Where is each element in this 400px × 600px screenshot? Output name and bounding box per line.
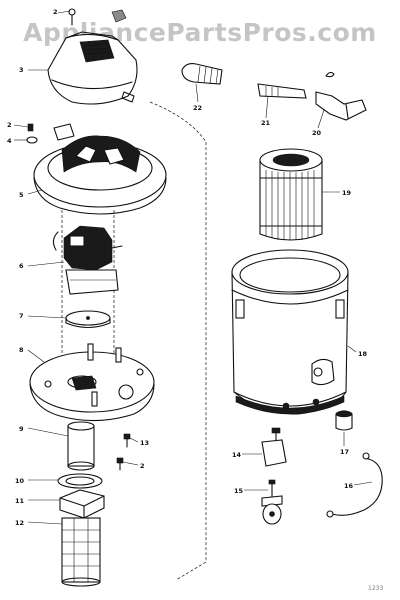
callout-17: 17: [340, 448, 349, 456]
part-13-screw: [123, 433, 131, 448]
callout-7: 7: [19, 312, 24, 320]
callout-15: 15: [234, 487, 244, 495]
callout-22: 22: [193, 104, 202, 112]
part-18-tank: [231, 249, 349, 415]
part-17-drain-cap: [335, 410, 353, 431]
part-2-side-screw: [27, 123, 34, 132]
callout-6: 6: [19, 262, 24, 270]
callout-14: 14: [232, 451, 242, 459]
part-2-lower-screw: [116, 457, 124, 471]
part-14-caster-holder: [261, 427, 287, 467]
leader-lines: [13, 10, 373, 525]
part-15-caster: [261, 479, 283, 525]
part-12-cage-filter: [61, 517, 101, 587]
part-6-motor: [52, 225, 123, 295]
part-8-base-plate: [29, 343, 155, 422]
callout-13: 13: [140, 439, 149, 447]
callout-2-top: 2: [53, 8, 58, 16]
part-21-wand: [257, 83, 307, 99]
callout-16: 16: [344, 482, 354, 490]
callout-2-side: 2: [7, 121, 12, 129]
part-5-lid-ring: [33, 123, 167, 215]
callout-21: 21: [261, 119, 271, 127]
callout-3-cover: 3: [19, 66, 24, 74]
callout-9: 9: [19, 425, 24, 433]
callout-labels: 2 3 2 4 5 6 7 8 13 2 9 10 11 12 22 21 20…: [7, 8, 383, 592]
callout-11: 11: [15, 497, 25, 505]
part-11-filter-frame: [59, 489, 105, 519]
callout-8: 8: [19, 346, 24, 354]
part-9-float-cage: [67, 421, 95, 471]
footer-code: 1233: [368, 585, 383, 592]
callout-2-lower: 2: [140, 462, 145, 470]
callout-4: 4: [7, 137, 12, 145]
callout-20: 20: [312, 129, 322, 137]
callout-12: 12: [15, 519, 24, 527]
part-22-hose-coupling: [181, 63, 223, 85]
callout-10: 10: [15, 477, 25, 485]
part-4-washer: [26, 136, 38, 144]
callout-19: 19: [342, 189, 352, 197]
part-16-cord: [326, 452, 383, 518]
part-7-fan: [65, 310, 111, 329]
part-2-top-screw: [68, 8, 76, 26]
part-10-float-ring: [57, 473, 103, 489]
callout-18: 18: [358, 350, 368, 358]
part-20-nozzle: [315, 71, 367, 121]
part-3-motor-cover: [47, 9, 138, 105]
callout-5: 5: [19, 191, 24, 199]
part-19-cartridge-filter: [259, 148, 323, 241]
